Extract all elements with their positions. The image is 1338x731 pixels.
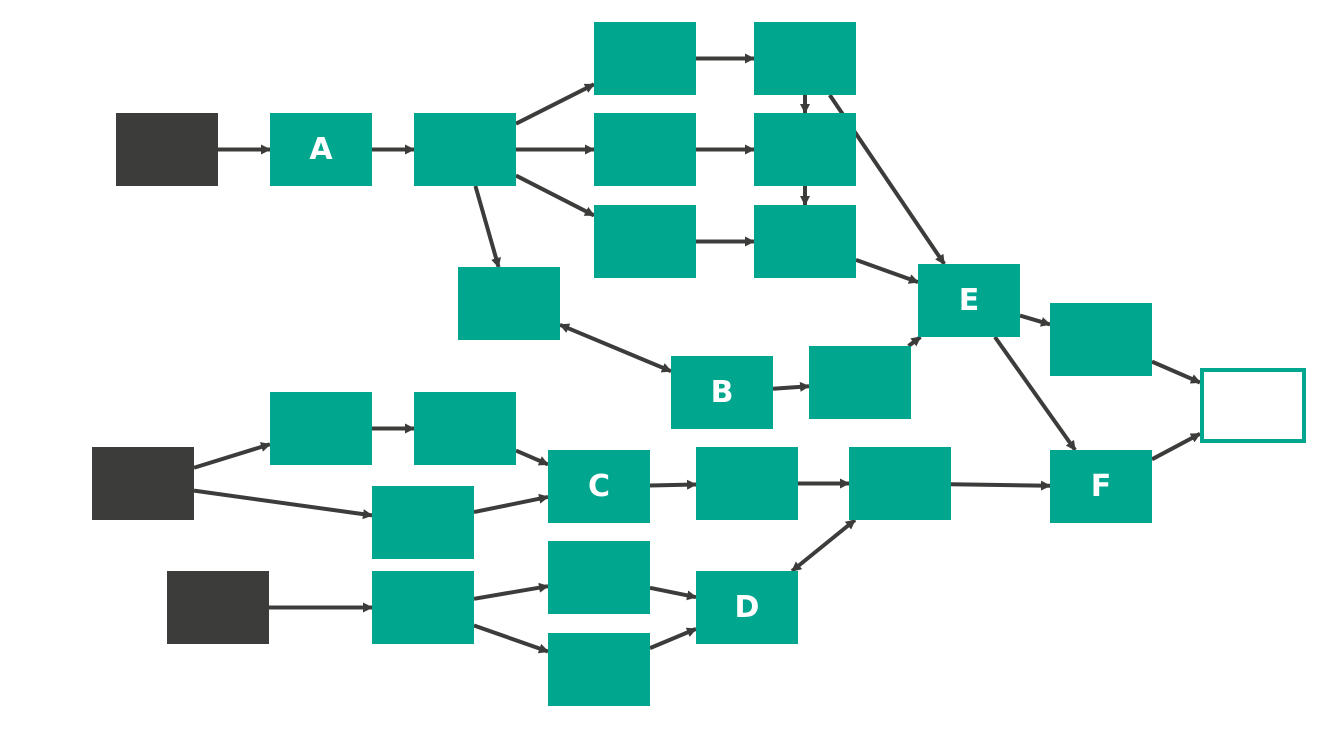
start-node-3 [167, 571, 269, 644]
edge-q3-D [649, 627, 697, 650]
node-after-b [809, 346, 911, 419]
node-path-3 [372, 486, 474, 559]
edge-q2-D [649, 585, 697, 601]
node-after-c [696, 447, 798, 520]
node-e: E [918, 264, 1020, 337]
node-before-f [849, 447, 951, 520]
edge-F-end [1151, 431, 1201, 462]
edge-D-c2 [790, 518, 857, 573]
node-label: E [958, 283, 980, 318]
node-label: B [710, 375, 734, 410]
edge-p2-C [515, 448, 549, 467]
node-label: C [587, 469, 611, 504]
edge-c2-F [950, 480, 1051, 491]
node-top-1 [594, 22, 696, 95]
edge-p3-C [473, 493, 549, 515]
edge-t4-E [855, 257, 919, 285]
node-label: D [734, 590, 760, 625]
edge-q1-q3 [473, 623, 549, 654]
edge-C-c1 [649, 479, 697, 490]
node-lower-2 [548, 541, 650, 614]
edge-n1-t3 [515, 173, 595, 218]
node-path-1 [270, 392, 372, 465]
node-f: F [1050, 450, 1152, 523]
node-lower-3 [548, 633, 650, 706]
node-c: C [548, 450, 650, 523]
edge-n1-t1 [515, 82, 595, 126]
edge-n3-E [907, 335, 922, 348]
edge-s2-p3 [193, 488, 373, 520]
end-node [1200, 368, 1306, 443]
node-after-a [414, 113, 516, 186]
node-below-a [458, 267, 560, 340]
node-mid-2 [754, 113, 856, 186]
start-node-1 [116, 113, 218, 186]
node-top-3 [594, 205, 696, 278]
node-top-2 [594, 113, 696, 186]
edge-E-n4 [1019, 313, 1051, 327]
edge-B-n3 [772, 381, 810, 392]
node-path-2 [414, 392, 516, 465]
node-label: F [1090, 469, 1112, 504]
node-a: A [270, 113, 372, 186]
start-node-2 [92, 447, 194, 520]
node-mid-1 [754, 22, 856, 95]
node-mid-3 [754, 205, 856, 278]
node-after-e [1050, 303, 1152, 376]
node-label: A [309, 132, 333, 167]
edge-s2-p1 [193, 442, 271, 470]
node-d: D [696, 571, 798, 644]
edge-n4-end [1151, 359, 1201, 385]
node-b: B [671, 356, 773, 429]
edge-n2-B [559, 322, 672, 374]
edge-n1-n2 [473, 185, 501, 268]
edge-q1-q2 [473, 582, 549, 601]
node-lower-1 [372, 571, 474, 644]
edge-E-F [993, 335, 1077, 452]
